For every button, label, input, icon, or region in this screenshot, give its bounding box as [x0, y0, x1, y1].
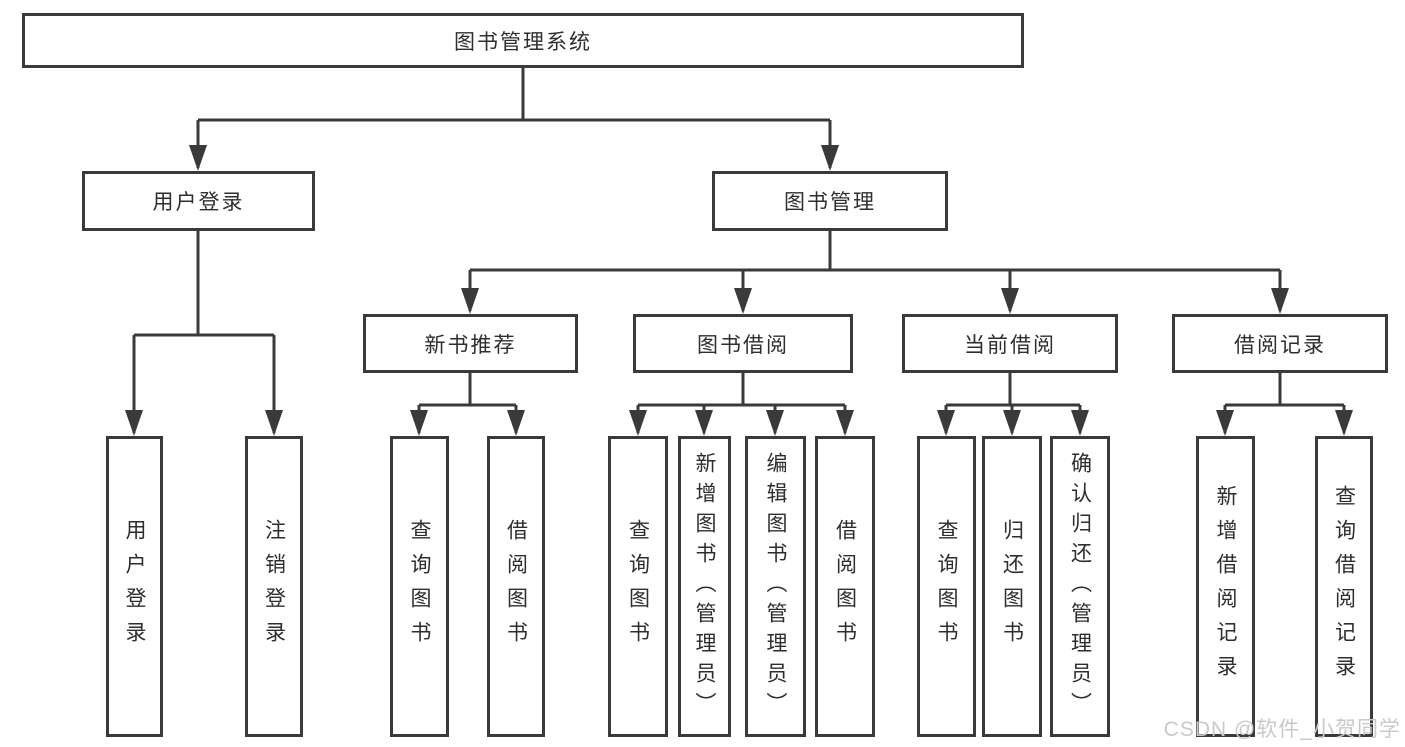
node-new-book-recommend: 新书推荐 — [363, 314, 578, 373]
leaf-label: 借阅图书 — [833, 518, 857, 655]
node-label: 当前借阅 — [964, 333, 1056, 357]
leaf-label: 新增图书（管理员） — [693, 451, 716, 722]
node-root-system: 图书管理系统 — [22, 13, 1024, 68]
node-label: 新书推荐 — [424, 333, 517, 357]
node-label: 借阅记录 — [1234, 333, 1326, 357]
node-borrow-records: 借阅记录 — [1172, 314, 1388, 373]
leaf-label: 查询图书 — [935, 518, 958, 655]
leaf-add-books-admin: 新增图书（管理员） — [678, 436, 731, 737]
leaf-label: 查询图书 — [408, 518, 431, 655]
leaf-query-borrow-record: 查询借阅记录 — [1315, 436, 1373, 737]
leaf-query-books-3: 查询图书 — [917, 436, 976, 737]
leaf-label: 用户登录 — [123, 518, 146, 655]
leaf-user-login: 用户登录 — [106, 436, 163, 737]
leaf-label: 注销登录 — [262, 518, 286, 655]
leaf-label: 查询借阅记录 — [1332, 484, 1356, 689]
leaf-label: 确认归还（管理员） — [1068, 451, 1092, 722]
leaf-logout: 注销登录 — [245, 436, 303, 737]
leaf-add-borrow-record: 新增借阅记录 — [1196, 436, 1255, 737]
leaf-label: 查询图书 — [626, 518, 650, 655]
leaf-borrow-books-1: 借阅图书 — [487, 436, 545, 737]
node-current-borrow: 当前借阅 — [902, 314, 1118, 373]
node-book-borrow: 图书借阅 — [633, 314, 853, 373]
node-book-management: 图书管理 — [712, 171, 948, 231]
leaf-edit-books-admin: 编辑图书（管理员） — [745, 436, 806, 737]
leaf-label: 编辑图书（管理员） — [764, 451, 787, 722]
leaf-label: 新增借阅记录 — [1214, 484, 1237, 689]
node-label: 图书管理 — [784, 191, 876, 214]
node-label: 用户登录 — [152, 191, 245, 214]
leaf-label: 归还图书 — [1000, 518, 1024, 655]
leaf-confirm-return-admin: 确认归还（管理员） — [1050, 436, 1110, 737]
leaf-borrow-books-2: 借阅图书 — [815, 436, 875, 737]
leaf-query-books-1: 查询图书 — [390, 436, 449, 737]
leaf-return-books: 归还图书 — [982, 436, 1042, 737]
watermark: CSDN @软件_小贺同学 — [1163, 718, 1401, 741]
node-label: 图书借阅 — [697, 333, 789, 357]
node-label: 图书管理系统 — [454, 30, 592, 54]
node-user-login: 用户登录 — [82, 171, 315, 231]
leaf-label: 借阅图书 — [504, 518, 528, 655]
leaf-query-books-2: 查询图书 — [608, 436, 668, 737]
